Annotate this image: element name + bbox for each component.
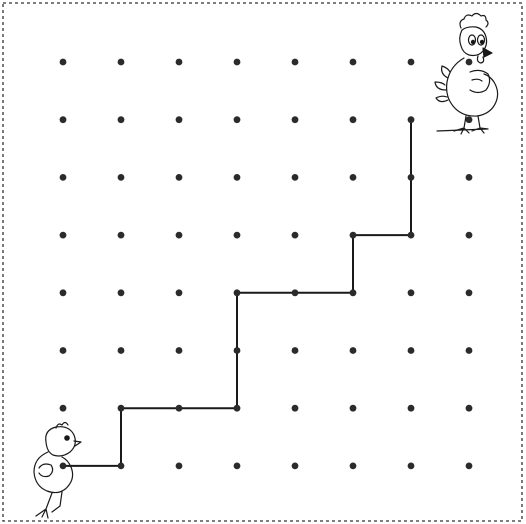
grid-dot <box>118 232 125 239</box>
grid-dot <box>292 174 299 181</box>
grid-dot <box>350 347 357 354</box>
grid-dot <box>118 405 125 412</box>
grid-dot <box>466 232 473 239</box>
grid-dot <box>118 174 125 181</box>
grid-dot <box>292 405 299 412</box>
grid-dot <box>292 116 299 123</box>
grid-dot <box>408 116 415 123</box>
grid-dot <box>118 463 125 470</box>
grid-dot <box>234 289 241 296</box>
grid-dot <box>292 59 299 66</box>
grid-dot <box>350 174 357 181</box>
grid-dot <box>350 59 357 66</box>
grid-dot <box>60 347 67 354</box>
grid-dot <box>118 289 125 296</box>
grid-dot <box>118 59 125 66</box>
grid-dot <box>60 59 67 66</box>
grid-dot <box>234 59 241 66</box>
grid-dot <box>60 463 67 470</box>
grid-dot <box>60 289 67 296</box>
grid-dot <box>234 174 241 181</box>
grid-dot <box>118 116 125 123</box>
grid-dot <box>350 405 357 412</box>
grid-dot <box>408 174 415 181</box>
grid-dot <box>60 405 67 412</box>
grid-dot <box>408 232 415 239</box>
grid-dot <box>292 463 299 470</box>
grid-dot <box>408 405 415 412</box>
hen-icon <box>435 14 498 135</box>
grid-dot <box>408 463 415 470</box>
grid-dot <box>234 347 241 354</box>
grid-dot <box>466 289 473 296</box>
grid-dot <box>350 289 357 296</box>
grid-dot <box>176 232 183 239</box>
dashed-frame <box>3 3 522 521</box>
grid-dot <box>60 232 67 239</box>
grid-dot <box>466 463 473 470</box>
grid-dot <box>466 174 473 181</box>
grid-dot <box>234 232 241 239</box>
grid-dot <box>234 405 241 412</box>
grid-dot <box>408 289 415 296</box>
grid-dot <box>466 347 473 354</box>
grid-dot <box>466 405 473 412</box>
grid-dot <box>60 116 67 123</box>
grid-dot <box>176 347 183 354</box>
grid-dot <box>234 463 241 470</box>
grid-dot <box>60 174 67 181</box>
grid-dot <box>176 59 183 66</box>
grid-dot <box>466 59 473 66</box>
grid-dot <box>176 174 183 181</box>
grid-dot <box>408 59 415 66</box>
grid-dot <box>466 116 473 123</box>
grid-dot <box>176 405 183 412</box>
grid-dot <box>118 347 125 354</box>
grid-dot <box>350 232 357 239</box>
dot-layer <box>60 59 473 470</box>
grid-dot <box>176 463 183 470</box>
grid-dot <box>176 116 183 123</box>
grid-dot <box>350 463 357 470</box>
grid-dot <box>176 289 183 296</box>
chick-icon <box>34 423 81 519</box>
grid-dot <box>350 116 357 123</box>
grid-dot <box>408 347 415 354</box>
grid-dot <box>292 232 299 239</box>
grid-dot <box>292 347 299 354</box>
grid-dot <box>234 116 241 123</box>
grid-dot <box>292 289 299 296</box>
